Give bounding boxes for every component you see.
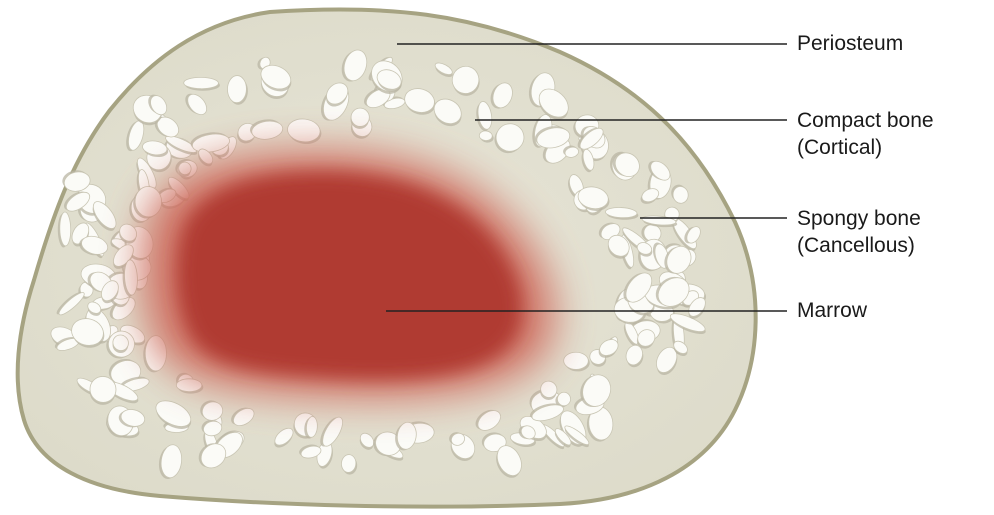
spongy-bone-label: Spongy bone (Cancellous) [797, 205, 921, 259]
spongy-pore [59, 212, 71, 246]
compact-bone-line-1: Compact bone [797, 107, 934, 134]
spongy-bone-line-1: Spongy bone [797, 205, 921, 232]
compact-bone-line-2: (Cortical) [797, 134, 934, 161]
compact-bone-label: Compact bone (Cortical) [797, 107, 934, 161]
periosteum-label: Periosteum [797, 30, 903, 57]
spongy-pore [564, 352, 589, 369]
periosteum-text: Periosteum [797, 30, 903, 57]
spongy-pore [176, 379, 202, 392]
spongy-pore [184, 77, 219, 89]
marrow-text: Marrow [797, 297, 867, 324]
spongy-bone-line-2: (Cancellous) [797, 232, 921, 259]
spongy-pore [227, 75, 247, 103]
spongy-pore [557, 392, 570, 406]
marrow-label: Marrow [797, 297, 867, 324]
